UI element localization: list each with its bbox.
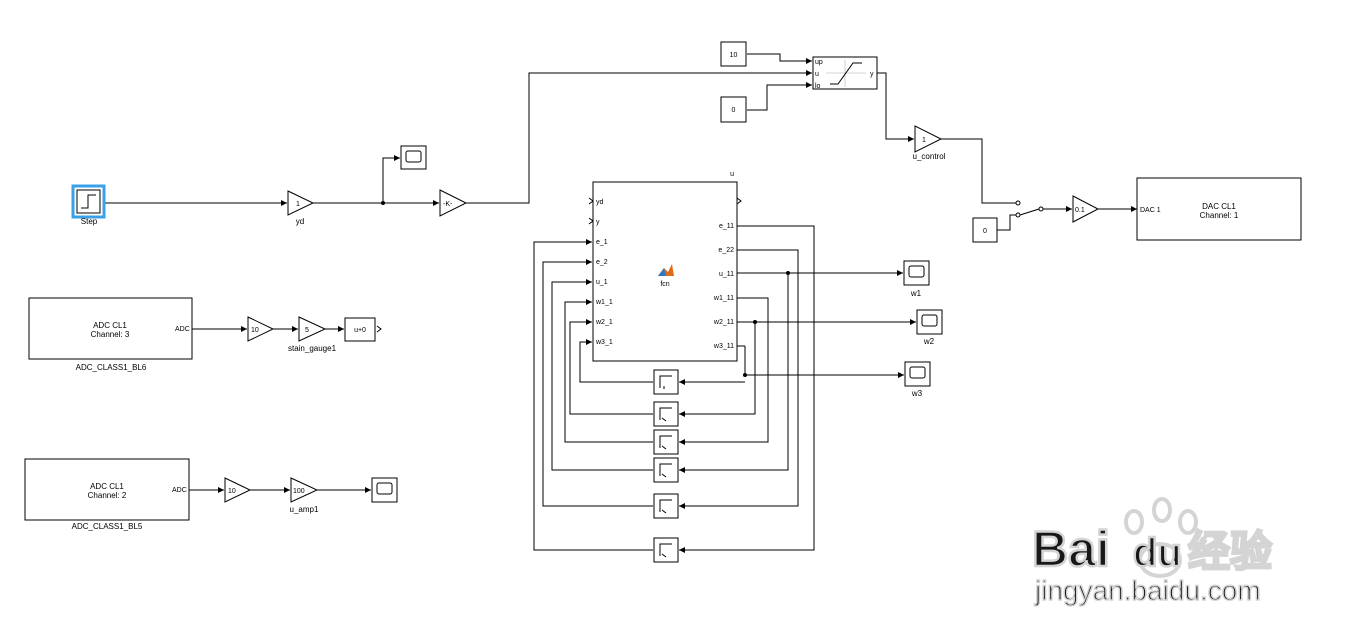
scope-bl5-block[interactable] (371, 477, 398, 503)
fcn-name: fcn (660, 281, 669, 288)
fcn-output-u: u (730, 171, 734, 178)
unit-delay-w2[interactable] (653, 401, 679, 427)
fcn-input-u_1: u_1 (596, 279, 608, 286)
adc-bl6-bias[interactable]: u+0 (344, 317, 382, 342)
dac-port-label: DAC 1 (1140, 207, 1161, 214)
fcn-input-y: y (596, 219, 600, 226)
unit-delay-e1[interactable] (653, 537, 679, 563)
constant-10-value: 10 (730, 52, 738, 59)
step-label: Step (81, 217, 98, 226)
paw-icon (1124, 497, 1219, 578)
adc-bl5-gain1-value: 10 (228, 488, 236, 495)
unit-delay-blocks (653, 369, 679, 563)
constant-0-value: 0 (732, 107, 736, 114)
adc-bl6-gain1[interactable]: 10 (247, 316, 275, 342)
unit-delay-w3[interactable] (653, 369, 679, 395)
watermark-brand: Bai (1032, 521, 1110, 577)
scope-yd-block[interactable] (400, 145, 427, 170)
fcn-output-w3_11: w3_11 (713, 343, 734, 350)
matlab-function-block[interactable]: yd y e_1 e_2 u_1 w1_1 w2_1 w3_1 u e_11 e_22 u_11 w1… (592, 171, 738, 362)
saturation-port-up: up (815, 59, 823, 66)
gain-k-value: -K- (443, 201, 453, 208)
gain-k-block[interactable]: -K- (439, 189, 468, 217)
fcn-input-w3_1: w3_1 (595, 339, 613, 346)
gain-ucontrol-label: u_control (913, 152, 946, 161)
constant-switch-block[interactable]: 0 (972, 217, 998, 243)
gain-ucontrol-block[interactable]: 1 (914, 125, 943, 153)
watermark-brand2: du (1133, 531, 1182, 575)
fcn-output-u_11: u_11 (719, 271, 734, 278)
unit-delay-u[interactable] (653, 457, 679, 483)
saturation-port-u: u (815, 71, 819, 78)
fcn-input-w1_1: w1_1 (595, 299, 613, 306)
adc-bl6-gain2[interactable]: 5 (298, 316, 327, 342)
fcn-input-yd: yd (596, 199, 604, 206)
gain-yd-label: yd (296, 217, 304, 226)
baidu-watermark: Bai du 经验 jingyan.baidu.com (1031, 497, 1273, 607)
adc-bl5-block[interactable]: ADC CL1 Channel: 2 ADC (24, 458, 190, 521)
gain-dac-value: 0.1 (1075, 207, 1085, 214)
scope-w3-block[interactable] (904, 361, 931, 387)
fcn-output-w2_11: w2_11 (713, 319, 734, 326)
scope-w1-label: w1 (910, 289, 922, 298)
selection-highlight (71, 184, 106, 219)
gain-dac-block[interactable]: 0.1 (1072, 195, 1100, 223)
adc-bl6-gain1-value: 10 (251, 327, 259, 334)
adc-bl6-gain2-value: 5 (305, 327, 309, 334)
fcn-output-w1_11: w1_11 (713, 295, 734, 302)
fcn-input-ports: yd y e_1 e_2 u_1 w1_1 w2_1 w3_1 (595, 199, 613, 346)
adc-bl5-title: ADC CL1 (90, 482, 124, 491)
scope-w1-block[interactable] (903, 260, 930, 286)
fcn-output-ports: u e_11 e_22 u_11 w1_11 w2_11 w3_11 (713, 171, 734, 350)
fcn-output-e_11: e_11 (719, 223, 734, 230)
fcn-output-u-chevron (736, 197, 742, 205)
fcn-input-e_2: e_2 (596, 259, 608, 266)
scope-w2-block[interactable] (916, 309, 943, 335)
gain-ucontrol-value: 1 (922, 137, 926, 144)
scope-w3-label: w3 (911, 389, 923, 398)
dac-channel: Channel: 1 (1200, 211, 1239, 220)
unit-delay-w1[interactable] (653, 429, 679, 455)
watermark-url: jingyan.baidu.com (1034, 575, 1261, 606)
unit-delay-e2[interactable] (653, 493, 679, 519)
fcn-port-y-chevron (588, 217, 594, 225)
constant-10-block[interactable]: 10 (720, 41, 747, 67)
fcn-port-yd-chevron (588, 197, 594, 205)
adc-bl6-gain2-name: stain_gauge1 (288, 344, 337, 353)
adc-bl5-gain2-name: u_amp1 (290, 505, 319, 514)
matlab-logo-icon (658, 264, 674, 276)
adc-bl6-block[interactable]: ADC CL1 Channel: 3 ADC (28, 297, 193, 360)
adc-bl5-port: ADC (172, 487, 187, 494)
branch-points (381, 201, 790, 377)
gain-yd-value: 1 (296, 201, 300, 208)
step-block[interactable] (71, 184, 106, 219)
constant-0-block[interactable]: 0 (720, 96, 747, 123)
adc-bl6-bias-value: u+0 (354, 327, 366, 334)
dac-title: DAC CL1 (1202, 202, 1236, 211)
fcn-output-e_22: e_22 (718, 247, 734, 254)
adc-bl5-channel: Channel: 2 (88, 491, 127, 500)
dac-block[interactable]: DAC 1 DAC CL1 Channel: 1 (1136, 177, 1302, 241)
adc-bl5-gain2[interactable]: 100 (290, 477, 319, 503)
adc-bl6-title: ADC CL1 (93, 321, 127, 330)
adc-bl5-name: ADC_CLASS1_BL5 (72, 522, 143, 531)
watermark-brand-cn: 经验 (1188, 528, 1272, 575)
manual-switch-block[interactable] (1015, 200, 1044, 218)
adc-bl5-gain1[interactable]: 10 (224, 477, 252, 503)
fcn-input-e_1: e_1 (596, 239, 608, 246)
saturation-port-y: y (870, 71, 874, 78)
adc-bl6-channel: Channel: 3 (91, 330, 130, 339)
scope-w2-label: w2 (923, 337, 935, 346)
adc-bl5-gain2-value: 100 (293, 488, 305, 495)
adc-bl6-port: ADC (175, 326, 190, 333)
adc-bl6-name: ADC_CLASS1_BL6 (76, 363, 147, 372)
gain-yd-block[interactable]: 1 (287, 190, 315, 216)
fcn-input-w2_1: w2_1 (595, 319, 613, 326)
constant-switch-value: 0 (983, 228, 987, 235)
saturation-port-lo: lo (815, 83, 821, 90)
saturation-dynamic-block[interactable]: up u lo y (812, 56, 878, 90)
